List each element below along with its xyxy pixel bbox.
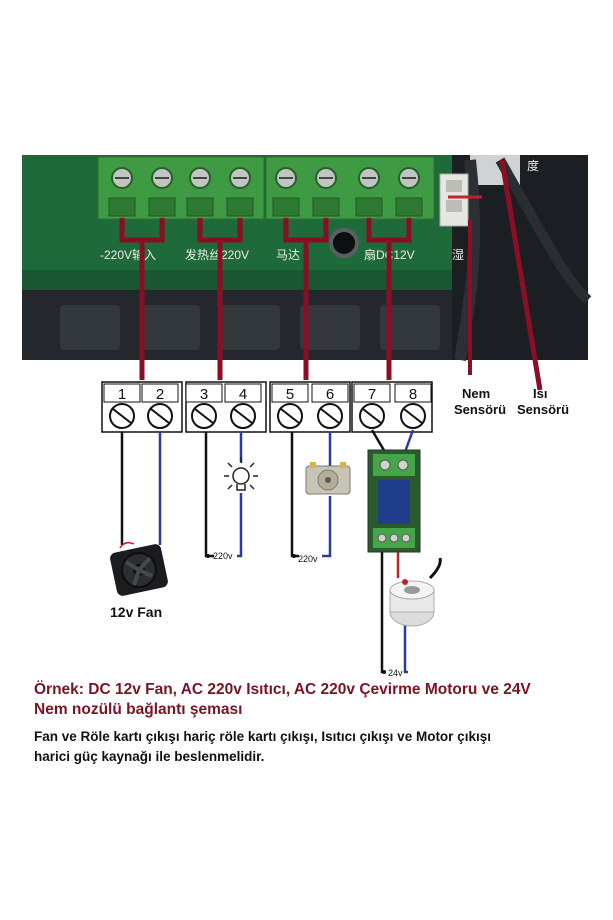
terminal-strip: 1 2 3 4 5 6 7 8 (101, 381, 433, 433)
board-screw-5 (272, 167, 300, 217)
board-label-input: -220V输入 (100, 247, 156, 262)
terminal-number: 2 (156, 386, 164, 403)
terminal-5: 5 (271, 383, 309, 429)
terminal-7: 7 (353, 383, 391, 429)
output-wires (120, 429, 415, 674)
terminal-number: 3 (200, 386, 208, 403)
relay-module (367, 449, 421, 553)
caption-note-line1: Fan ve Röle kartı çıkışı hariç röle kart… (34, 729, 491, 744)
bulb-icon (224, 457, 258, 491)
terminal-number: 7 (368, 386, 376, 403)
terminal-2: 2 (141, 383, 179, 429)
terminal-1: 1 (103, 383, 141, 429)
terminal-number: 6 (326, 386, 334, 403)
board-screw-3 (186, 167, 214, 217)
terminal-3: 3 (185, 383, 223, 429)
red-wires (119, 159, 543, 391)
board-terminal-blocks (97, 156, 435, 220)
board-screw-1 (108, 167, 136, 217)
terminal-4: 4 (224, 383, 262, 429)
nozzle-supply-label: 24v (388, 668, 403, 678)
terminal-number: 4 (239, 386, 247, 403)
nem-sensor-label-2: Sensörü (454, 402, 506, 417)
isi-sensor-label-2: Sensörü (517, 402, 569, 417)
board-label-humidity: 湿 (452, 247, 464, 262)
isi-sensor-label: Isı (533, 386, 547, 401)
board-screw-6 (312, 167, 340, 217)
terminal-number: 1 (118, 386, 126, 403)
board-screw-7 (355, 167, 383, 217)
heater-supply-label: 220v (213, 551, 233, 561)
caption-title-line2: Nem nozülü bağlantı şeması (34, 701, 243, 718)
fan-icon (110, 541, 168, 596)
terminal-number: 5 (286, 386, 294, 403)
terminal-8: 8 (394, 383, 432, 429)
terminal-number: 8 (409, 386, 417, 403)
humidifier-nozzle-icon (389, 557, 442, 627)
board-label-heater: 发热丝220V (185, 247, 249, 262)
caption-title-line1: Örnek: DC 12v Fan, AC 220v Isıtıcı, AC 2… (34, 681, 531, 698)
board-label-degree: 度 (527, 158, 539, 173)
fan-label: 12v Fan (110, 604, 162, 620)
motor-supply-label: 220v (298, 554, 318, 564)
board-label-motor: 马达 (276, 248, 300, 262)
caption-note-line2: harici güç kaynağı ile beslenmelidir. (34, 749, 265, 764)
board-screw-2 (148, 167, 176, 217)
motor-icon (305, 462, 351, 495)
junction-dots (206, 554, 386, 674)
board-screw-4 (226, 167, 254, 217)
nem-sensor-label: Nem (462, 386, 490, 401)
wiring-diagram: -220V输入 发热丝220V 马达 扇DC12V 湿 度 Nem Sensör… (22, 155, 592, 678)
board-screw-8 (395, 167, 423, 217)
terminal-6: 6 (311, 383, 349, 429)
